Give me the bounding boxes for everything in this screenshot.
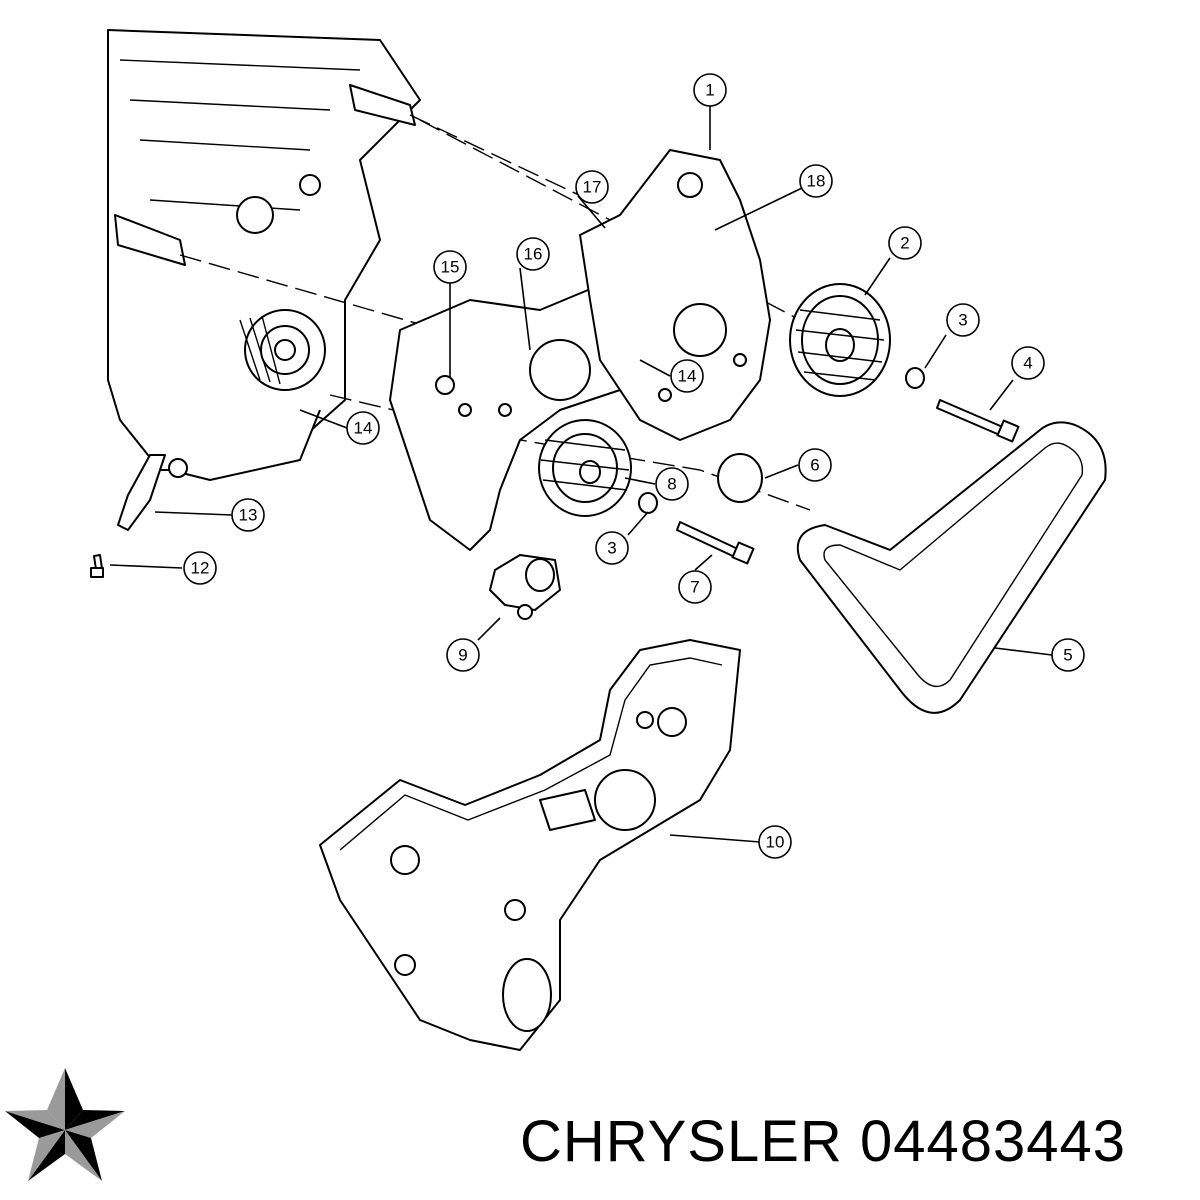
svg-text:10: 10: [766, 833, 785, 852]
svg-text:16: 16: [524, 245, 543, 264]
callout: 2: [888, 226, 922, 260]
callout: 4: [1011, 346, 1045, 380]
svg-text:9: 9: [458, 646, 467, 665]
callout: 7: [678, 570, 712, 604]
callout: 10: [758, 825, 792, 859]
callout: 8: [655, 467, 689, 501]
callout: 14: [670, 359, 704, 393]
svg-text:14: 14: [678, 367, 697, 386]
sensor-bolt: [90, 554, 104, 578]
camshaft-sprocket: [789, 283, 891, 397]
callout: 9: [446, 638, 480, 672]
cam-housing: [579, 149, 771, 441]
brand-name: CHRYSLER: [520, 1109, 843, 1174]
washer-upper: [905, 367, 925, 389]
svg-text:3: 3: [607, 539, 616, 558]
callout: 15: [433, 250, 467, 284]
svg-text:14: 14: [354, 419, 373, 438]
crankshaft-sprocket: [538, 419, 632, 517]
part-number: 04483443: [859, 1109, 1126, 1174]
camshaft-bolt: [936, 399, 1020, 443]
leader-lines: [109, 106, 1053, 843]
crankshaft-bolt: [676, 521, 755, 565]
svg-text:17: 17: [583, 178, 602, 197]
sensor: [117, 454, 188, 531]
callout: 1: [693, 73, 727, 107]
svg-text:13: 13: [239, 506, 258, 525]
svg-text:8: 8: [667, 475, 676, 494]
svg-text:7: 7: [690, 578, 699, 597]
callout: 3: [946, 303, 980, 337]
svg-text:1: 1: [705, 81, 714, 100]
svg-text:2: 2: [900, 234, 909, 253]
callout: 5: [1051, 638, 1085, 672]
belt-tensioner: [489, 554, 561, 620]
timing-belt: [796, 421, 1107, 714]
svg-text:15: 15: [441, 258, 460, 277]
svg-text:3: 3: [958, 311, 967, 330]
front-timing-cover: [319, 639, 741, 1051]
svg-text:18: 18: [807, 172, 826, 191]
callout: 14: [346, 411, 380, 445]
engine-block: [107, 29, 421, 481]
callout: 17: [575, 170, 609, 204]
svg-text:5: 5: [1063, 646, 1072, 665]
washer-lower: [638, 492, 658, 514]
svg-text:6: 6: [810, 456, 819, 475]
callout: 13: [231, 498, 265, 532]
callout: 16: [516, 237, 550, 271]
svg-text:4: 4: [1023, 354, 1032, 373]
callout: 3: [595, 531, 629, 565]
pentastar-icon: [5, 1068, 125, 1181]
callout: 18: [799, 164, 833, 198]
callout: 12: [183, 551, 217, 585]
o-ring: [717, 453, 763, 503]
brand-caption: CHRYSLER 04483443: [520, 1108, 1200, 1175]
rear-timing-cover: [389, 284, 641, 551]
callout: 6: [798, 448, 832, 482]
svg-text:12: 12: [191, 559, 210, 578]
